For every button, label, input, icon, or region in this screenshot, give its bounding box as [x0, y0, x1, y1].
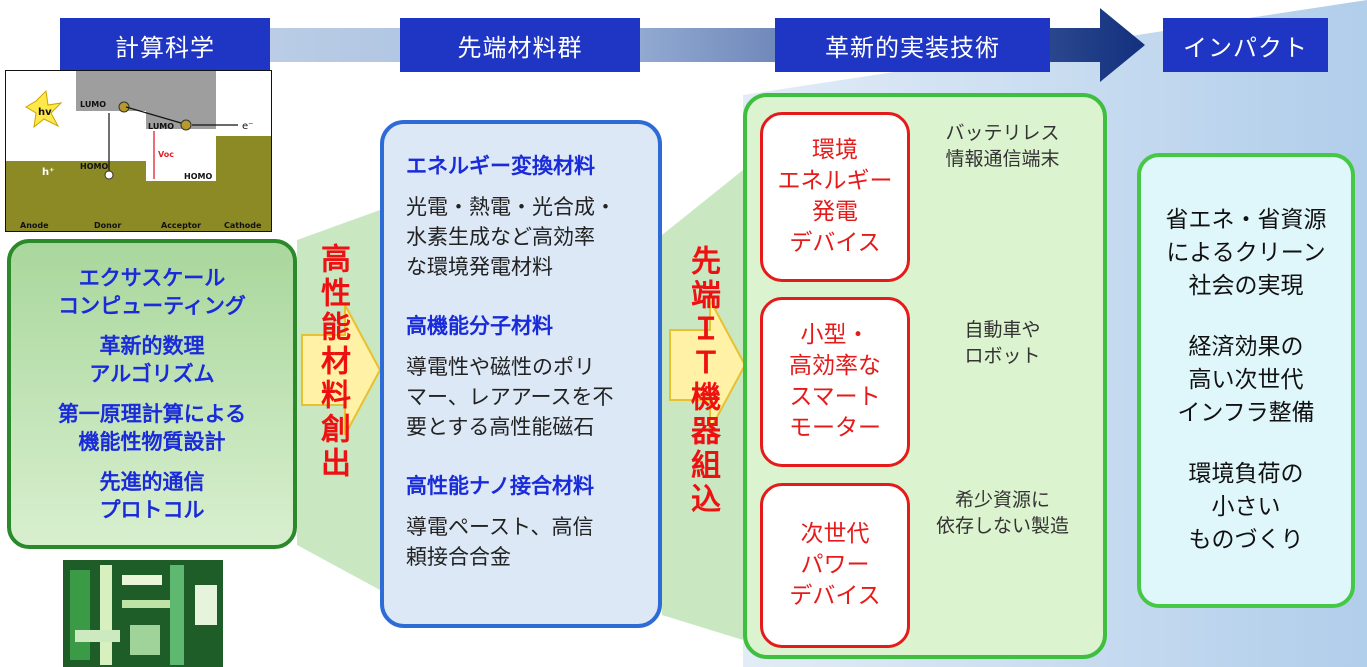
polymer-line3: 要とする高性能磁石 [406, 415, 595, 439]
energy-conversion-line2: 水素生成など高効率 [406, 225, 595, 249]
nano-joining-body: 導電ペースト、高信 頼接合合金 [406, 512, 638, 572]
device-smart-motor: 小型・ 高効率な スマート モーター [760, 297, 910, 467]
computational-science-box: エクサスケール コンピューティング 革新的数理 アルゴリズム 第一原理計算による… [7, 239, 297, 549]
polymer-line2: マー、レアアースを不 [406, 385, 614, 409]
impact-manufacturing: 環境負荷の 小さい ものづくり [1189, 458, 1304, 557]
first-principles-line1: 第一原理計算による [57, 402, 247, 426]
polymer-line1: 導電性や磁性のポリ [406, 355, 595, 379]
impact-box: 省エネ・省資源 によるクリーン 社会の実現 経済効果の 高い次世代 インフラ整備… [1137, 153, 1355, 608]
dev2-line2: 高効率な [789, 353, 881, 379]
lumo2-label: LUMO [148, 122, 174, 131]
homo-label: HOMO [80, 162, 108, 171]
impact1-line1: 省エネ・省資源 [1165, 207, 1327, 233]
advanced-materials-box: エネルギー変換材料 光電・熱電・光合成・ 水素生成など高効率 な環境発電材料 高… [380, 120, 662, 628]
app3-line1: 希少資源に [954, 489, 1050, 511]
dev2-line3: スマート [789, 384, 881, 410]
math-algorithm-line2: アルゴリズム [89, 362, 215, 386]
dev3-line3: デバイス [789, 583, 881, 609]
hv-label: hv [38, 107, 52, 118]
energy-conversion-title: エネルギー変換材料 [406, 154, 595, 178]
impact2-line1: 経済効果の [1188, 334, 1304, 360]
it-embedding-label: 先端ＩＴ機器組込 [685, 245, 720, 517]
polymer-body: 導電性や磁性のポリ マー、レアアースを不 要とする高性能磁石 [406, 352, 638, 442]
header-advanced-materials: 先端材料群 [400, 18, 640, 72]
hole-label: h⁺ [42, 167, 54, 178]
dev3-line2: パワー [800, 552, 870, 578]
app2-line1: 自動車や [964, 319, 1041, 341]
app2-line2: ロボット [964, 345, 1041, 367]
device-energy-harvesting: 環境 エネルギー 発電 デバイス [760, 112, 910, 282]
material-creation-label: 高性能材料創出 [315, 243, 350, 481]
cathode-label: Cathode [224, 221, 262, 230]
app-rare-resource-free: 希少資源に 依存しない製造 [915, 487, 1090, 539]
circuit-board-image [63, 560, 223, 667]
electron-label: e⁻ [242, 121, 253, 132]
dev2-line4: モーター [789, 415, 881, 441]
math-algorithm-item: 革新的数理 アルゴリズム [89, 332, 214, 388]
app-car-robot: 自動車や ロボット [915, 317, 1090, 369]
impact-clean-society: 省エネ・省資源 によるクリーン 社会の実現 [1166, 204, 1327, 303]
yellow-arrow-1 [301, 304, 382, 436]
donor-label: Donor [94, 221, 121, 230]
dev2-line1: 小型・ [800, 322, 870, 348]
app3-line2: 依存しない製造 [935, 515, 1069, 537]
exascale-item: エクサスケール コンピューティング [58, 264, 246, 320]
impact3-line1: 環境負荷の [1188, 461, 1304, 487]
protocol-line2: プロトコル [99, 498, 205, 522]
impact1-line2: によるクリーン [1166, 240, 1326, 266]
exascale-line2: コンピューティング [58, 294, 246, 318]
protocol-line1: 先進的通信 [99, 470, 205, 494]
impact3-line3: ものづくり [1188, 527, 1304, 553]
lumo-label: LUMO [80, 100, 106, 109]
app1-line2: 情報通信端末 [945, 148, 1060, 170]
energy-conversion-body: 光電・熱電・光合成・ 水素生成など高効率 な環境発電材料 [406, 192, 638, 282]
impact2-line2: 高い次世代 [1188, 367, 1304, 393]
voc-label: Voc [158, 150, 174, 159]
app-batteryless-terminal: バッテリレス 情報通信端末 [915, 120, 1090, 172]
dev1-line1: 環境 [812, 137, 858, 163]
dev1-line3: 発電 [812, 199, 858, 225]
header-computational-science: 計算科学 [60, 18, 270, 72]
impact3-line2: 小さい [1211, 494, 1281, 520]
impact-infrastructure: 経済効果の 高い次世代 インフラ整備 [1177, 331, 1314, 430]
impact1-line3: 社会の実現 [1188, 273, 1304, 299]
energy-conversion-line1: 光電・熱電・光合成・ [406, 195, 616, 219]
anode-label: Anode [20, 221, 49, 230]
first-principles-item: 第一原理計算による 機能性物質設計 [58, 400, 246, 456]
nano-joining-title: 高性能ナノ接合材料 [406, 474, 594, 498]
dev1-line2: エネルギー [777, 168, 893, 194]
polymer-title: 高機能分子材料 [406, 314, 553, 338]
nano-joining-line2: 頼接合合金 [406, 545, 511, 569]
protocol-item: 先進的通信 プロトコル [100, 468, 205, 524]
impact2-line3: インフラ整備 [1177, 400, 1315, 426]
green-wedge-2 [662, 170, 743, 640]
acceptor-label: Acceptor [161, 221, 201, 230]
device-power: 次世代 パワー デバイス [760, 483, 910, 648]
exascale-line1: エクサスケール [78, 266, 226, 290]
energy-conversion-line3: な環境発電材料 [406, 255, 553, 279]
header-innovative-implementation: 革新的実装技術 [775, 18, 1050, 72]
nano-joining-line1: 導電ペースト、高信 [406, 515, 594, 539]
dev1-line4: デバイス [789, 230, 881, 256]
math-algorithm-line1: 革新的数理 [99, 334, 205, 358]
yellow-arrow-2 [669, 299, 747, 431]
first-principles-line2: 機能性物質設計 [78, 430, 226, 454]
app1-line1: バッテリレス [945, 122, 1060, 144]
dev3-line1: 次世代 [800, 521, 870, 547]
header-impact: インパクト [1163, 18, 1328, 72]
energy-band-diagram: hv LUMO LUMO HOMO HOMO h⁺ e⁻ Voc Anode D… [5, 70, 272, 232]
homo2-label: HOMO [184, 172, 212, 181]
